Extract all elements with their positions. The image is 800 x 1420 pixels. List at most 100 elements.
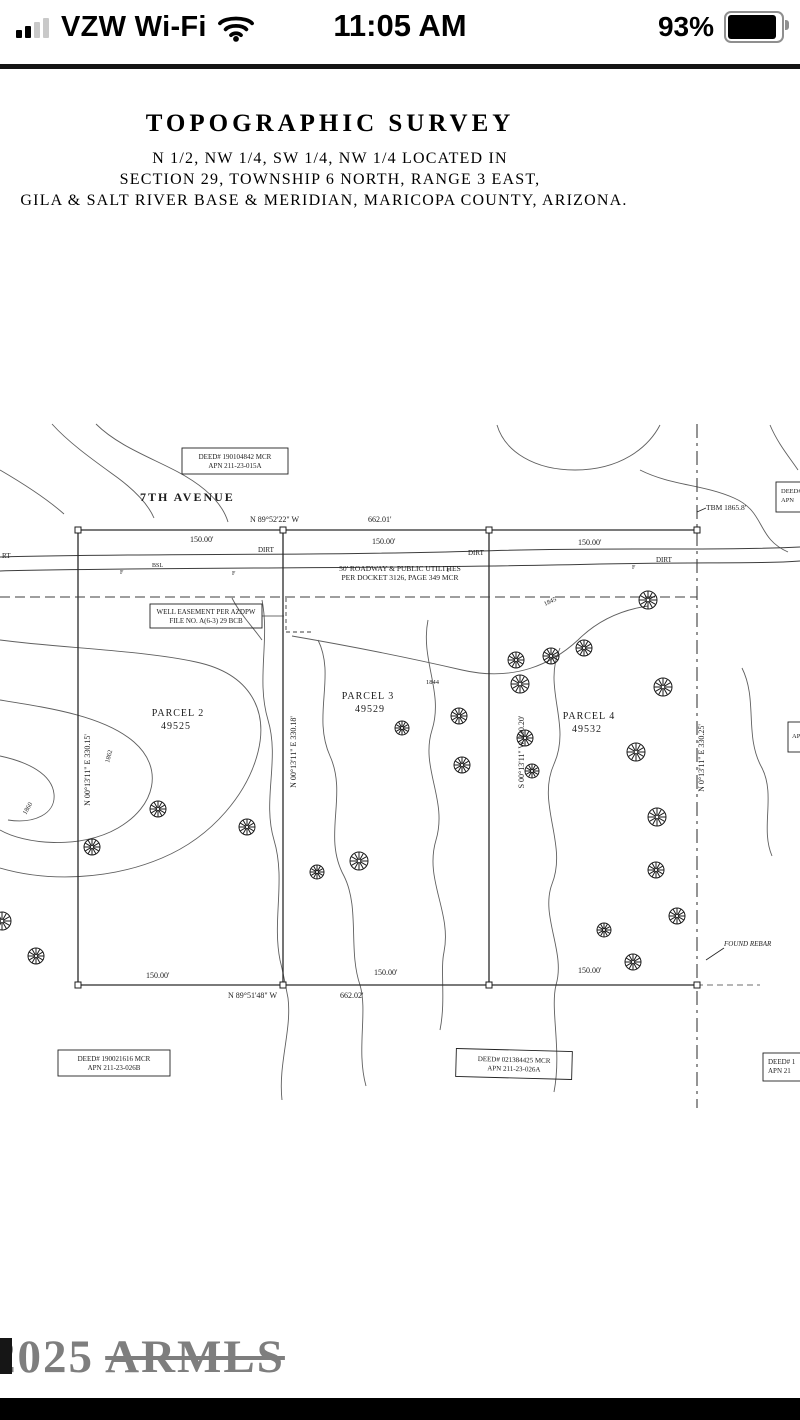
parcel4-label: PARCEL 4 xyxy=(563,711,616,722)
deed-botmid-line1: DEED# 021384425 MCR xyxy=(478,1055,551,1065)
dist-150-bottom-3: 150.00' xyxy=(578,966,602,975)
tree-symbol xyxy=(453,756,471,774)
dist-bottom-label: 662.02' xyxy=(340,991,364,1000)
carrier-label: VZW Wi-Fi xyxy=(61,10,207,43)
well-easement-2: FILE NO. A(6-3) 29 BCB xyxy=(169,617,243,625)
tree-symbol xyxy=(309,864,325,880)
bearing-top-label: N 89°52'22" W xyxy=(250,515,300,524)
roadway-note-2: PER DOCKET 3126, PAGE 349 MCR xyxy=(341,573,458,582)
tree-symbol xyxy=(647,861,665,879)
trees-layer xyxy=(0,590,686,971)
bottom-black-bar xyxy=(0,1398,800,1420)
east-bearing-label: S 00°13'11" W 330.20' xyxy=(517,715,526,788)
tree-symbol xyxy=(149,800,167,818)
tree-symbol xyxy=(647,807,667,827)
fence-mark-1: F xyxy=(120,570,124,576)
tree-symbol xyxy=(510,674,530,694)
dist-150-bottom-1: 150.00' xyxy=(146,971,170,980)
watermark-brand: ARMLS xyxy=(105,1331,285,1383)
watermark-cutoff-glyph xyxy=(0,1338,12,1374)
corner-markers xyxy=(74,526,701,989)
dist-150-bottom-2: 150.00' xyxy=(374,968,398,977)
tree-symbol xyxy=(394,720,410,736)
dirt-label-1: DIRT xyxy=(258,546,275,554)
tree-symbol xyxy=(575,639,593,657)
tree-symbol xyxy=(0,911,12,931)
battery-fill xyxy=(728,15,777,39)
street-label: 7TH AVENUE xyxy=(140,490,235,504)
parcel-boundary xyxy=(77,529,697,986)
well-easement-box xyxy=(149,603,263,629)
fence-mark-3: F xyxy=(447,568,451,574)
deed-botright-line1: DEED# 1 xyxy=(768,1058,796,1066)
bearing-bottom-label: N 89°51'48" W xyxy=(228,991,278,1000)
dirt-label-partial: RT xyxy=(2,552,11,560)
subtitle-line-3: GILA & SALT RIVER BASE & MERIDIAN, MARIC… xyxy=(20,192,628,209)
status-bar: VZW Wi-Fi 11:05 AM 93% xyxy=(0,0,800,54)
cell-signal-icon xyxy=(16,18,49,38)
armls-watermark: 2025 ARMLS xyxy=(0,1330,285,1384)
tree-symbol xyxy=(27,947,45,965)
page-title: TOPOGRAPHIC SURVEY xyxy=(145,110,515,137)
parcel3-number: 49529 xyxy=(355,704,385,715)
elevation-1860: 1860 xyxy=(22,801,35,816)
deed-boxes xyxy=(57,447,800,1082)
deed-topleft-line1: DEED# 190104842 MCR xyxy=(199,453,272,461)
deed-botright-line2: APN 21 xyxy=(768,1067,791,1075)
easement-lines xyxy=(0,424,760,1108)
elevation-1845: 1845 xyxy=(543,596,558,608)
roadway-note-1: 50' ROADWAY & PUBLIC UTILITIES xyxy=(339,564,461,573)
mid-bearing-label: N 00°13'11" E 330.18' xyxy=(289,716,298,788)
contour-lines xyxy=(0,423,799,1101)
status-bar-divider xyxy=(0,64,800,69)
tree-symbol xyxy=(624,953,642,971)
elevation-1862: 1862 xyxy=(104,749,114,763)
fence-mark-4: F xyxy=(632,565,636,571)
tree-symbol xyxy=(596,922,612,938)
tree-symbol xyxy=(524,763,540,779)
tree-symbol xyxy=(349,851,369,871)
deed-botmid-line2: APN 211-23-026A xyxy=(487,1064,540,1073)
tree-symbol xyxy=(626,742,646,762)
dist-150-top-2: 150.00' xyxy=(372,537,396,546)
tree-symbol xyxy=(516,729,534,747)
deed-right-line1: DEED# xyxy=(781,488,800,495)
parcel2-label: PARCEL 2 xyxy=(152,708,205,719)
battery-percent: 93% xyxy=(657,11,714,42)
dirt-label-2: DIRT xyxy=(468,549,485,557)
dist-150-top-3: 150.00' xyxy=(578,538,602,547)
deed-botleft-line2: APN 211-23-026B xyxy=(88,1064,141,1072)
tree-symbol xyxy=(238,818,256,836)
tree-symbol xyxy=(83,838,101,856)
tree-symbol xyxy=(668,907,686,925)
tree-symbol xyxy=(638,590,658,610)
wifi-icon xyxy=(217,16,254,42)
tree-symbol xyxy=(450,707,468,725)
tree-symbol xyxy=(507,651,525,669)
title-block: TOPOGRAPHIC SURVEY N 1/2, NW 1/4, SW 1/4… xyxy=(0,110,660,211)
well-easement-1: WELL EASEMENT PER AZDPW xyxy=(157,608,256,616)
found-rebar-label: FOUND REBAR xyxy=(723,940,772,948)
elevation-1844: 1844 xyxy=(426,679,440,686)
road-lines xyxy=(0,546,800,572)
battery-icon xyxy=(724,11,789,43)
dirt-label-3: DIRT xyxy=(656,556,673,564)
tbm-label: TBM 1865.8' xyxy=(706,503,747,512)
deed-right-line2: APN xyxy=(781,497,794,504)
watermark-year: 2025 xyxy=(0,1331,94,1383)
dist-top-label: 662.01' xyxy=(368,515,392,524)
fence-mark-2: F xyxy=(232,571,236,577)
parcel2-number: 49525 xyxy=(161,721,191,732)
parcel3-label: PARCEL 3 xyxy=(342,691,395,702)
battery-nub xyxy=(785,20,789,30)
west-bearing-label: N 00°13'11" E 330.15' xyxy=(83,734,92,806)
tree-symbol xyxy=(542,647,560,665)
dist-150-top-1: 150.00' xyxy=(190,535,214,544)
subtitle-line-2: SECTION 29, TOWNSHIP 6 NORTH, RANGE 3 EA… xyxy=(119,171,541,188)
tree-symbol xyxy=(653,677,673,697)
subtitle-line-1: N 1/2, NW 1/4, SW 1/4, NW 1/4 LOCATED IN xyxy=(152,150,508,167)
bsl-label: BSL xyxy=(152,563,163,569)
deed-botleft-line1: DEED# 190021616 MCR xyxy=(78,1055,151,1063)
deed-rightmid-line: APN xyxy=(792,733,800,740)
